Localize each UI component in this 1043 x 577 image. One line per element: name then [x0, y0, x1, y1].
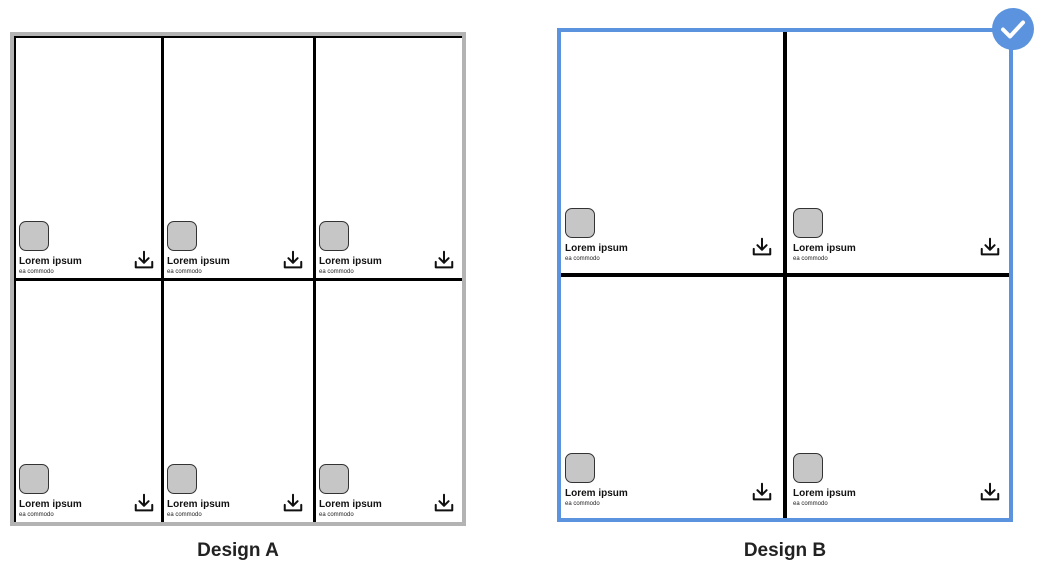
- card-subtitle: ea commodo: [19, 512, 54, 518]
- card-title: Lorem ipsum: [565, 243, 628, 254]
- card-title: Lorem ipsum: [565, 488, 628, 499]
- avatar: [167, 464, 197, 494]
- design-b-label: Design B: [743, 540, 827, 561]
- design-b-frame[interactable]: Lorem ipsum ea commodo Lorem ipsum ea co…: [557, 28, 1013, 522]
- card[interactable]: Lorem ipsum ea commodo: [787, 277, 1009, 518]
- download-icon[interactable]: [433, 249, 455, 271]
- avatar: [167, 221, 197, 251]
- card-subtitle: ea commodo: [19, 269, 54, 275]
- card[interactable]: Lorem ipsum ea commodo: [316, 281, 462, 522]
- card-title: Lorem ipsum: [19, 499, 82, 510]
- card[interactable]: Lorem ipsum ea commodo: [787, 32, 1009, 273]
- card[interactable]: Lorem ipsum ea commodo: [164, 281, 313, 522]
- card-subtitle: ea commodo: [793, 256, 828, 262]
- card-subtitle: ea commodo: [167, 269, 202, 275]
- checkmark-glyph: [1001, 20, 1025, 39]
- card-subtitle: ea commodo: [319, 512, 354, 518]
- avatar: [793, 208, 823, 238]
- avatar: [319, 464, 349, 494]
- card[interactable]: Lorem ipsum ea commodo: [164, 38, 313, 278]
- card-title: Lorem ipsum: [167, 256, 230, 267]
- card-subtitle: ea commodo: [793, 501, 828, 507]
- checkmark-icon: [992, 8, 1034, 50]
- avatar: [565, 453, 595, 483]
- card-title: Lorem ipsum: [319, 499, 382, 510]
- card[interactable]: Lorem ipsum ea commodo: [16, 281, 161, 522]
- download-icon[interactable]: [133, 249, 155, 271]
- card[interactable]: Lorem ipsum ea commodo: [561, 32, 783, 273]
- download-icon[interactable]: [133, 492, 155, 514]
- card-title: Lorem ipsum: [319, 256, 382, 267]
- download-icon[interactable]: [433, 492, 455, 514]
- download-icon[interactable]: [751, 236, 773, 258]
- avatar: [565, 208, 595, 238]
- design-a-frame[interactable]: Lorem ipsum ea commodo Lorem ipsum ea co…: [10, 32, 466, 526]
- download-icon[interactable]: [282, 249, 304, 271]
- download-icon[interactable]: [979, 481, 1001, 503]
- avatar: [19, 221, 49, 251]
- card-title: Lorem ipsum: [793, 488, 856, 499]
- card[interactable]: Lorem ipsum ea commodo: [316, 38, 462, 278]
- download-icon[interactable]: [282, 492, 304, 514]
- card-subtitle: ea commodo: [565, 501, 600, 507]
- avatar: [19, 464, 49, 494]
- card-title: Lorem ipsum: [19, 256, 82, 267]
- download-icon[interactable]: [979, 236, 1001, 258]
- card-title: Lorem ipsum: [793, 243, 856, 254]
- card-subtitle: ea commodo: [167, 512, 202, 518]
- card[interactable]: Lorem ipsum ea commodo: [561, 277, 783, 518]
- card-subtitle: ea commodo: [565, 256, 600, 262]
- download-icon[interactable]: [751, 481, 773, 503]
- avatar: [319, 221, 349, 251]
- card-subtitle: ea commodo: [319, 269, 354, 275]
- avatar: [793, 453, 823, 483]
- card-title: Lorem ipsum: [167, 499, 230, 510]
- design-a-label: Design A: [197, 540, 279, 561]
- card[interactable]: Lorem ipsum ea commodo: [16, 38, 161, 278]
